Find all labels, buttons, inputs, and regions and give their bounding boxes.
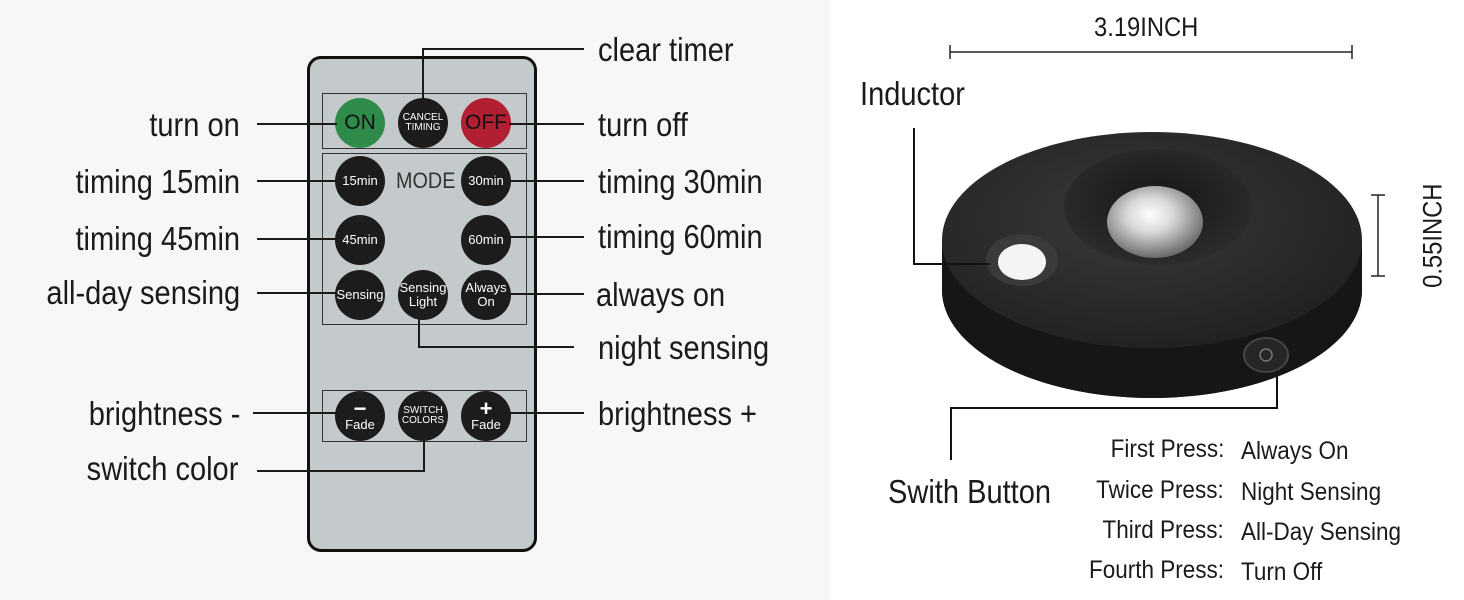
mode-label: MODE (396, 168, 456, 193)
leader-always-on (509, 293, 584, 295)
leader-night-h (418, 346, 574, 348)
leader-clear-timer-h (422, 48, 584, 50)
leader-timing-30 (509, 180, 584, 182)
label-brightness-minus: brightness - (88, 395, 240, 432)
fade-minus-button[interactable]: −Fade (335, 391, 385, 441)
height-label: 0.55INCH (1417, 183, 1448, 288)
leader-clear-timer-v (422, 48, 424, 100)
timer-45-button[interactable]: 45min (335, 215, 385, 265)
leader-brightness-minus (253, 412, 337, 414)
leader-turn-off (509, 123, 584, 125)
label-timing-15: timing 15min (75, 163, 240, 200)
label-timing-45: timing 45min (75, 220, 240, 257)
leader-turn-on (257, 123, 337, 125)
timer-15-button[interactable]: 15min (335, 156, 385, 206)
press-value: Night Sensing (1241, 478, 1382, 506)
leader-timing-60 (509, 236, 584, 238)
timer-30-button[interactable]: 30min (461, 156, 511, 206)
on-button[interactable]: ON (335, 98, 385, 148)
leader-timing-15 (257, 180, 337, 182)
press-value: Turn Off (1241, 558, 1323, 586)
timer-60-button[interactable]: 60min (461, 215, 511, 265)
switch-button-label: Swith Button (888, 473, 1052, 510)
plus-icon: + (479, 396, 493, 422)
press-key: Fourth Press: (1088, 556, 1224, 584)
off-button[interactable]: OFF (461, 98, 511, 148)
leader-all-day (257, 292, 337, 294)
label-clear-timer: clear timer (598, 31, 734, 68)
label-switch-color: switch color (86, 450, 238, 487)
label-all-day: all-day sensing (46, 274, 240, 311)
press-value: Always On (1241, 437, 1349, 465)
minus-icon: − (353, 396, 367, 422)
leader-night-v (418, 318, 420, 348)
leader-switch-color-h (257, 470, 425, 472)
leader-timing-45 (257, 238, 337, 240)
leader-brightness-plus (509, 412, 584, 414)
sensing-button[interactable]: Sensing (335, 270, 385, 320)
label-turn-on: turn on (149, 106, 240, 143)
fade-plus-button[interactable]: +Fade (461, 391, 511, 441)
press-key: Twice Press: (1096, 476, 1224, 504)
label-timing-60: timing 60min (598, 218, 763, 255)
label-turn-off: turn off (598, 106, 688, 143)
leader-switch-color-v (423, 440, 425, 472)
inductor-label: Inductor (860, 75, 965, 112)
power-group (322, 93, 527, 149)
label-brightness-plus: brightness + (598, 395, 758, 432)
width-label: 3.19INCH (1094, 12, 1199, 42)
label-always-on: always on (596, 276, 726, 313)
label-timing-30: timing 30min (598, 163, 763, 200)
press-value: All-Day Sensing (1241, 518, 1402, 546)
press-key: First Press: (1110, 435, 1224, 463)
press-key: Third Press: (1102, 516, 1224, 544)
label-night-sensing: night sensing (598, 329, 770, 366)
